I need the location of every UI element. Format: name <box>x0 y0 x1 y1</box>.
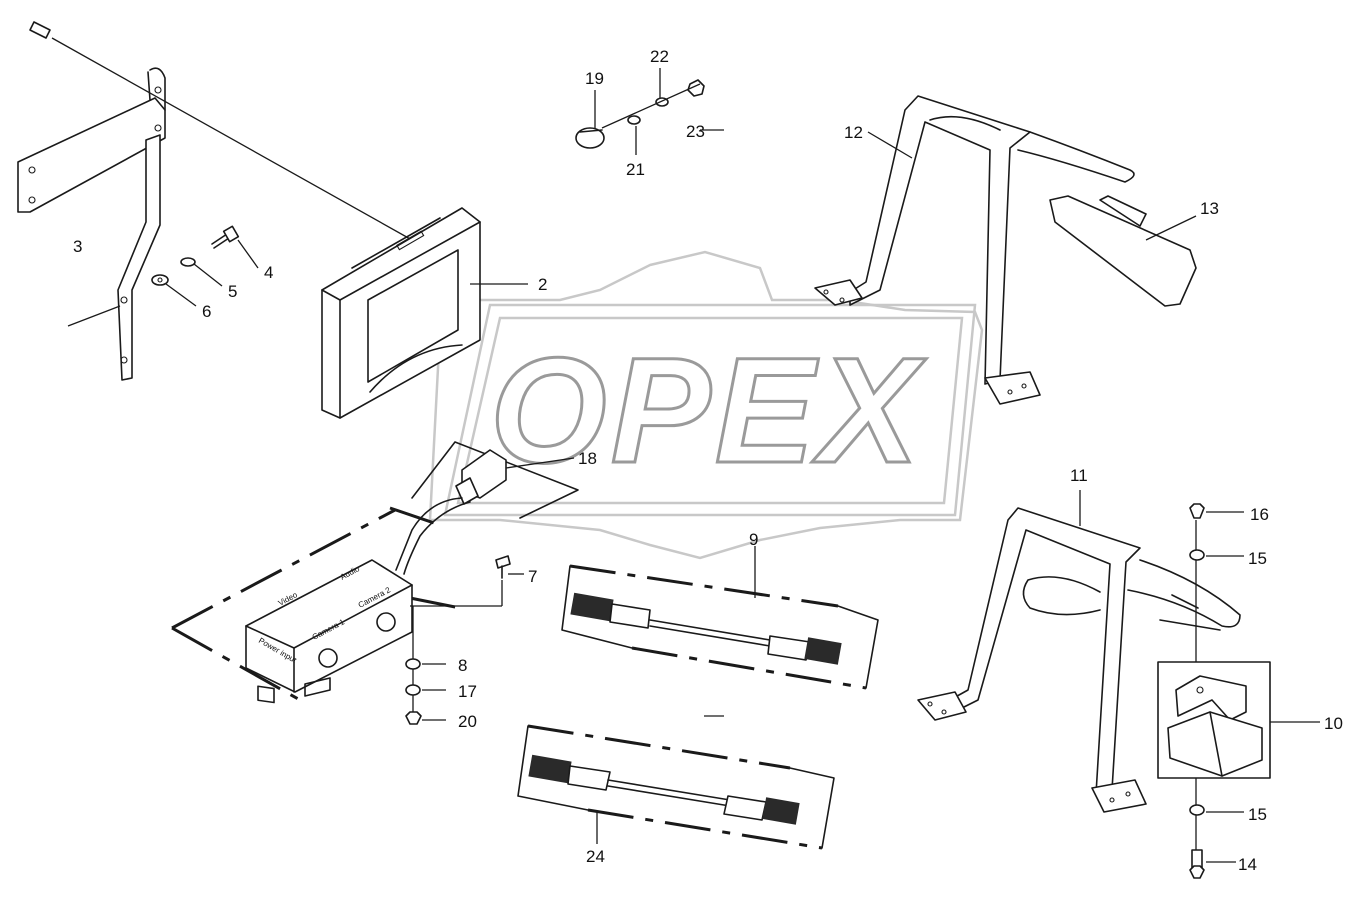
callout-13: 13 <box>1200 199 1219 218</box>
callout-8: 8 <box>458 656 467 675</box>
callout-17: 17 <box>458 682 477 701</box>
fasteners-19-23 <box>575 68 724 155</box>
callout-16: 16 <box>1250 505 1269 524</box>
part-18-connector-detail <box>395 441 579 575</box>
callout-11: 11 <box>1070 466 1088 485</box>
callout-24: 24 <box>586 847 605 866</box>
callout-7: 7 <box>528 567 537 586</box>
part-12-frame <box>814 95 1135 405</box>
control-box: Video Audio Power input Camera 1 Camera … <box>171 506 461 704</box>
callout-10: 10 <box>1324 714 1343 733</box>
callout-19: 19 <box>585 69 604 88</box>
callout-22: 22 <box>650 47 669 66</box>
watermark-badge-outer <box>443 303 977 517</box>
watermark-badge-inner <box>456 316 964 505</box>
callout-15-lower: 15 <box>1248 805 1267 824</box>
callout-5: 5 <box>228 282 237 301</box>
callout-14: 14 <box>1238 855 1257 874</box>
callout-labels: 2 3 4 5 6 7 8 9 10 11 12 13 14 15 15 16 … <box>73 47 1343 874</box>
callout-18: 18 <box>578 449 597 468</box>
part-9-cable <box>561 546 879 690</box>
callout-6: 6 <box>202 302 211 321</box>
part-11-frame <box>917 490 1241 813</box>
callout-15-upper: 15 <box>1248 549 1267 568</box>
part-2-monitor <box>321 207 528 419</box>
callout-12: 12 <box>844 123 863 142</box>
fasteners-4-5-6 <box>151 225 259 307</box>
callout-2: 2 <box>538 275 547 294</box>
part-24-cable <box>517 715 835 850</box>
callout-9: 9 <box>749 530 758 549</box>
part-13-pad <box>1049 195 1197 307</box>
callout-23: 23 <box>686 122 705 141</box>
part-10-bracket-detail <box>1157 503 1320 879</box>
part-3-bracket <box>17 21 413 381</box>
watermark-logo: OPEX <box>428 250 984 560</box>
callout-21: 21 <box>626 160 645 179</box>
callout-20: 20 <box>458 712 477 731</box>
fasteners-7-8-17-20 <box>405 555 524 725</box>
callout-3: 3 <box>73 237 82 256</box>
callout-4: 4 <box>264 263 273 282</box>
watermark-text: OPEX <box>490 326 927 494</box>
